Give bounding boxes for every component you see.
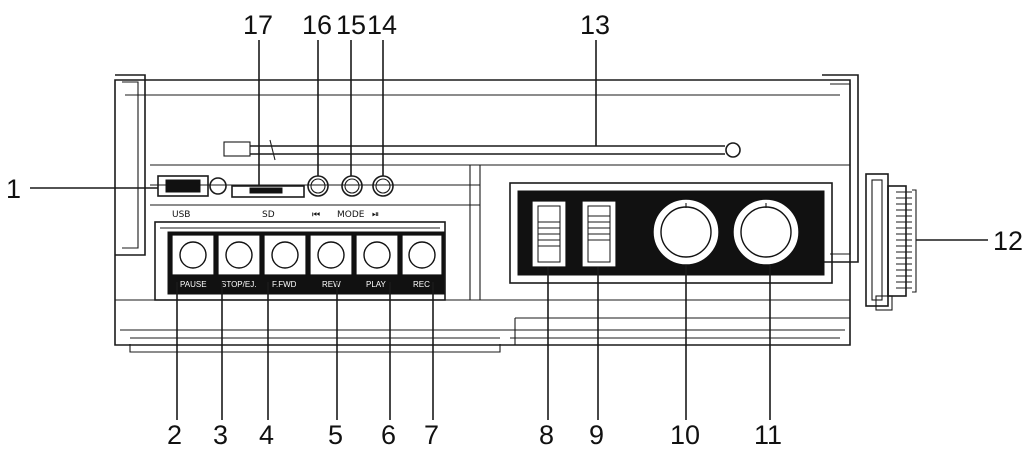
tuning-knob[interactable] xyxy=(732,198,800,266)
rewind-label: REW xyxy=(322,280,341,289)
sd-slot-opening xyxy=(249,187,283,194)
stop-eject-label: STOP/EJ. xyxy=(221,280,256,289)
sd-icon: SD xyxy=(262,210,275,220)
top-control-strip: USB SD ⏮ MODE ⏯ xyxy=(150,175,480,220)
radio-control-panel xyxy=(509,182,833,284)
callout-9: 9 xyxy=(589,420,604,450)
leader-lines xyxy=(30,40,988,420)
fast-forward-button[interactable] xyxy=(263,234,307,276)
function-slider[interactable] xyxy=(581,200,617,268)
band-slider[interactable] xyxy=(531,200,567,268)
callout-16: 16 xyxy=(302,10,332,40)
usb-port[interactable] xyxy=(157,175,209,197)
callout-12: 12 xyxy=(993,226,1023,256)
cassette-button-panel: PAUSE STOP/EJ. F.FWD REW PLAY REC xyxy=(154,221,446,301)
fast-forward-label: F.FWD xyxy=(272,280,297,289)
record-button[interactable] xyxy=(401,234,443,276)
play-pause-icon: ⏯ xyxy=(372,210,379,220)
sd-slot[interactable] xyxy=(231,185,305,198)
rewind-button[interactable] xyxy=(309,234,353,276)
callout-14: 14 xyxy=(367,10,397,40)
callout-1: 1 xyxy=(6,174,21,204)
aux-jack[interactable] xyxy=(209,177,227,195)
pause-button[interactable] xyxy=(171,234,215,276)
right-handle xyxy=(822,74,859,263)
play-label: PLAY xyxy=(366,280,387,289)
callout-8: 8 xyxy=(539,420,554,450)
callout-3: 3 xyxy=(213,420,228,450)
callout-15: 15 xyxy=(336,10,366,40)
callout-17: 17 xyxy=(243,10,273,40)
mode-knob[interactable] xyxy=(341,175,363,197)
callout-6: 6 xyxy=(381,420,396,450)
mode-icon: MODE xyxy=(337,210,365,220)
callout-2: 2 xyxy=(167,420,182,450)
volume-knob[interactable] xyxy=(652,198,720,266)
pause-label: PAUSE xyxy=(180,280,207,289)
callouts: 1 2 3 4 5 6 7 8 9 10 11 12 13 14 15 16 1… xyxy=(6,10,1023,450)
usb-icon: USB xyxy=(172,210,190,220)
antenna xyxy=(223,139,741,161)
left-handle xyxy=(115,74,146,256)
side-tuning-dial[interactable] xyxy=(865,173,917,311)
record-label: REC xyxy=(413,280,430,289)
callout-10: 10 xyxy=(670,420,700,450)
callout-7: 7 xyxy=(424,420,439,450)
play-button[interactable] xyxy=(355,234,399,276)
stop-eject-button[interactable] xyxy=(217,234,261,276)
callout-5: 5 xyxy=(328,420,343,450)
callout-4: 4 xyxy=(259,420,274,450)
callout-13: 13 xyxy=(580,10,610,40)
prev-icon: ⏮ xyxy=(312,210,320,220)
callout-11: 11 xyxy=(754,420,782,450)
usb-slot xyxy=(165,179,201,193)
